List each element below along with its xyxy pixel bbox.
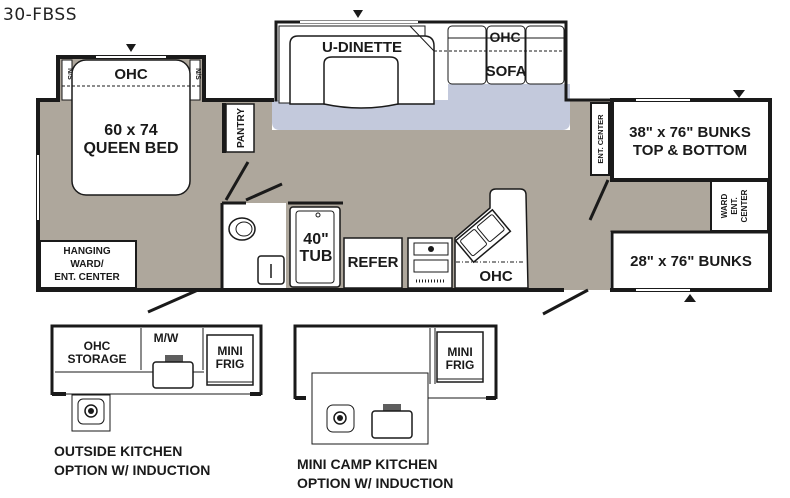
hanging-label-1: HANGING xyxy=(63,246,110,257)
doors xyxy=(147,161,610,316)
slideout: U-DINETTE OHC SOFA xyxy=(278,25,566,109)
opt1-caption-2: OPTION W/ INDUCTION xyxy=(54,462,210,478)
tub-label: TUB xyxy=(300,248,333,265)
opt2-frig-label-2: FRIG xyxy=(446,358,475,372)
burner-icon xyxy=(413,259,449,273)
top-bunks-label: TOP & BOTTOM xyxy=(633,142,747,159)
opt2-mini-frig xyxy=(436,331,484,383)
top-bunks-size: 38" x 76" BUNKS xyxy=(629,124,751,141)
queen-ohc-label: OHC xyxy=(114,66,148,83)
outside-kitchen-option: OHC STORAGE M/W MINI FRIG OUTSIDE KITCHE… xyxy=(50,324,263,478)
sofa-label: SOFA xyxy=(486,63,527,80)
queen-bed-size: 60 x 74 xyxy=(104,122,157,139)
ns-left-label: N/S xyxy=(66,68,73,80)
refrigerator: REFER xyxy=(343,237,403,289)
main-floor-plan: N/S N/S OHC 60 x 74 QUEEN BED PANTRY HAN… xyxy=(36,10,772,316)
induction-burner-icon xyxy=(333,411,347,425)
windows xyxy=(37,21,690,291)
ent-center: ENT. CENTER xyxy=(590,102,610,176)
ns-right-label: N/S xyxy=(194,68,201,80)
sofa-ohc-label: OHC xyxy=(489,29,520,45)
ward-label-2: ENT. xyxy=(730,197,739,214)
sofa xyxy=(447,25,565,85)
model-title: 30-FBSS xyxy=(3,5,77,25)
kitchen-sink-icon xyxy=(454,208,512,264)
induction-burner-icon xyxy=(84,404,98,418)
opt2-sink-icon xyxy=(371,410,413,439)
burner-icon xyxy=(413,242,449,256)
arrow-down-icon xyxy=(353,10,363,18)
opt1-ohc-label-2: STORAGE xyxy=(67,352,126,366)
top-bunks: 38" x 76" BUNKS TOP & BOTTOM xyxy=(614,103,767,178)
pantry: PANTRY xyxy=(222,103,255,153)
tub-size: 40" xyxy=(303,231,328,248)
slide-floor xyxy=(272,84,570,130)
opt1-frig-label-2: FRIG xyxy=(216,357,245,371)
hanging-label-3: ENT. CENTER xyxy=(54,272,120,283)
arrow-down-icon xyxy=(733,90,745,98)
dinette-table xyxy=(323,56,399,109)
bottom-bunks: 28" x 76" BUNKS xyxy=(614,234,767,288)
opt1-ohc-label-1: OHC xyxy=(84,339,111,353)
arrow-down-icon xyxy=(126,44,136,52)
ward-label-1: WARD xyxy=(720,194,729,219)
stove xyxy=(407,237,453,289)
queen-bed-label: QUEEN BED xyxy=(83,140,178,157)
opt2-caption-1: MINI CAMP KITCHEN xyxy=(297,456,438,472)
opt2-frig-label-1: MINI xyxy=(447,345,472,359)
hanging-label-2: WARD/ xyxy=(70,259,104,270)
opt1-sink-icon xyxy=(152,361,194,389)
ward-ent-center: WARD ENT. CENTER xyxy=(710,180,769,232)
hanging-wardrobe: HANGING WARD/ ENT. CENTER xyxy=(39,240,137,289)
mini-camp-kitchen-option: MINI FRIG MINI CAMP KITCHEN OPTION W/ IN… xyxy=(293,324,498,491)
opt1-caption-1: OUTSIDE KITCHEN xyxy=(54,443,182,459)
queen-bed-area: N/S N/S OHC 60 x 74 QUEEN BED xyxy=(61,59,201,196)
opt2-caption-2: OPTION W/ INDUCTION xyxy=(297,475,453,491)
arrow-up-icon xyxy=(684,294,696,302)
queen-bed xyxy=(71,59,191,196)
entry-arrows xyxy=(126,10,745,302)
opt1-mw-label: M/W xyxy=(154,331,179,345)
kitchen-counter: OHC xyxy=(454,188,529,289)
dinette-label: U-DINETTE xyxy=(322,39,402,56)
bathroom: 40" TUB xyxy=(220,201,343,288)
opt1-frig-label-1: MINI xyxy=(217,344,242,358)
ward-label-3: CENTER xyxy=(740,189,749,222)
opt1-mini-frig xyxy=(206,334,254,386)
kitchen-ohc-label: OHC xyxy=(479,268,513,285)
bottom-bunks-label: 28" x 76" BUNKS xyxy=(630,253,752,270)
refer-label: REFER xyxy=(348,254,399,271)
pantry-label: PANTRY xyxy=(236,108,247,148)
floor-area xyxy=(38,57,710,290)
ent-center-label: ENT. CENTER xyxy=(596,114,605,164)
